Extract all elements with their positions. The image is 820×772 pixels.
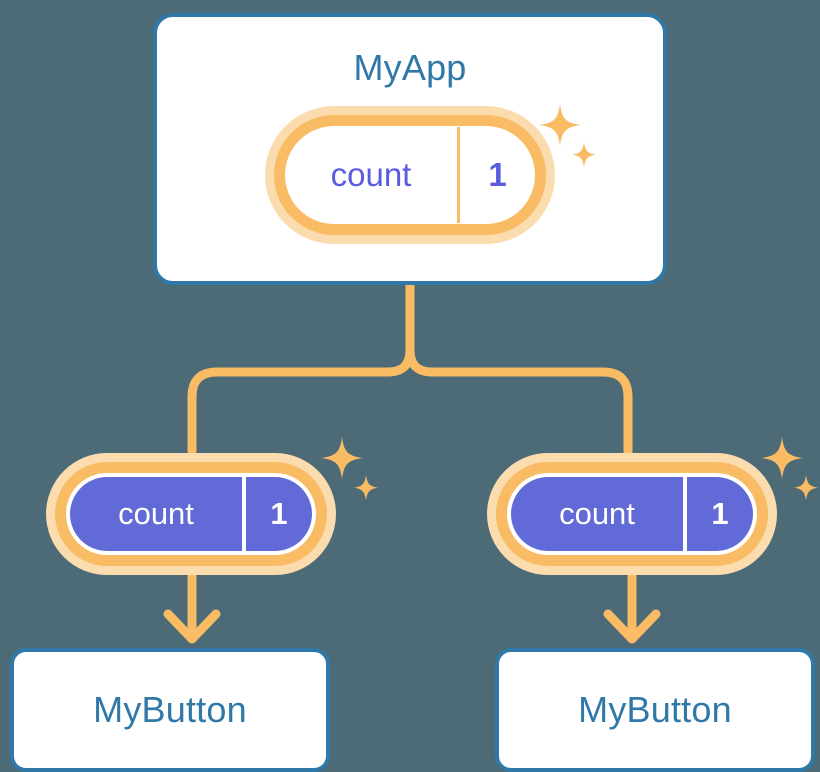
pill-inner: count 1 [70, 477, 312, 551]
pill-divider [457, 127, 460, 223]
page-title: MyApp [353, 47, 467, 88]
pill-divider [242, 477, 246, 551]
state-value-label: 1 [711, 496, 729, 531]
state-key-label: count [118, 496, 194, 531]
pill-body: count 1 [66, 473, 316, 555]
component-label: MyButton [93, 689, 247, 730]
component-card-mybutton-right[interactable]: MyButton [495, 648, 815, 772]
pill-divider [683, 477, 687, 551]
component-label: MyButton [578, 689, 732, 730]
pill-body: count 1 [285, 126, 535, 224]
pill-body: count 1 [507, 473, 757, 555]
state-pill-consumer-left[interactable]: count 1 [46, 453, 336, 575]
state-pill-myapp[interactable]: count 1 [265, 106, 555, 244]
state-value-label: 1 [488, 156, 507, 193]
arrow-down-icon-right [603, 571, 661, 644]
branch-connector-icon [187, 280, 415, 457]
state-key-label: count [330, 156, 412, 193]
state-key-label: count [559, 496, 635, 531]
state-value-label: 1 [270, 496, 288, 531]
branch-connector-icon-right [405, 345, 633, 457]
component-card-mybutton-left[interactable]: MyButton [10, 648, 330, 772]
pill-inner: count 1 [511, 477, 753, 551]
state-pill-consumer-right[interactable]: count 1 [487, 453, 777, 575]
arrow-down-icon-left [163, 571, 221, 644]
